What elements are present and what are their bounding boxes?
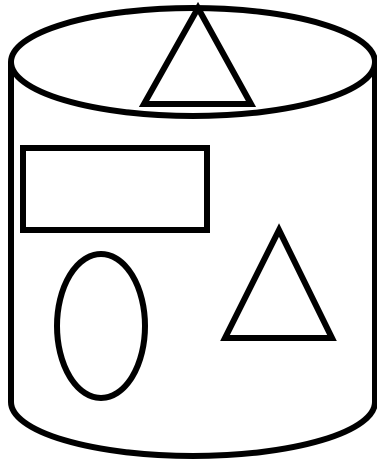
cylinder-top-lid: [11, 8, 375, 116]
cylinder-body: [11, 62, 375, 456]
